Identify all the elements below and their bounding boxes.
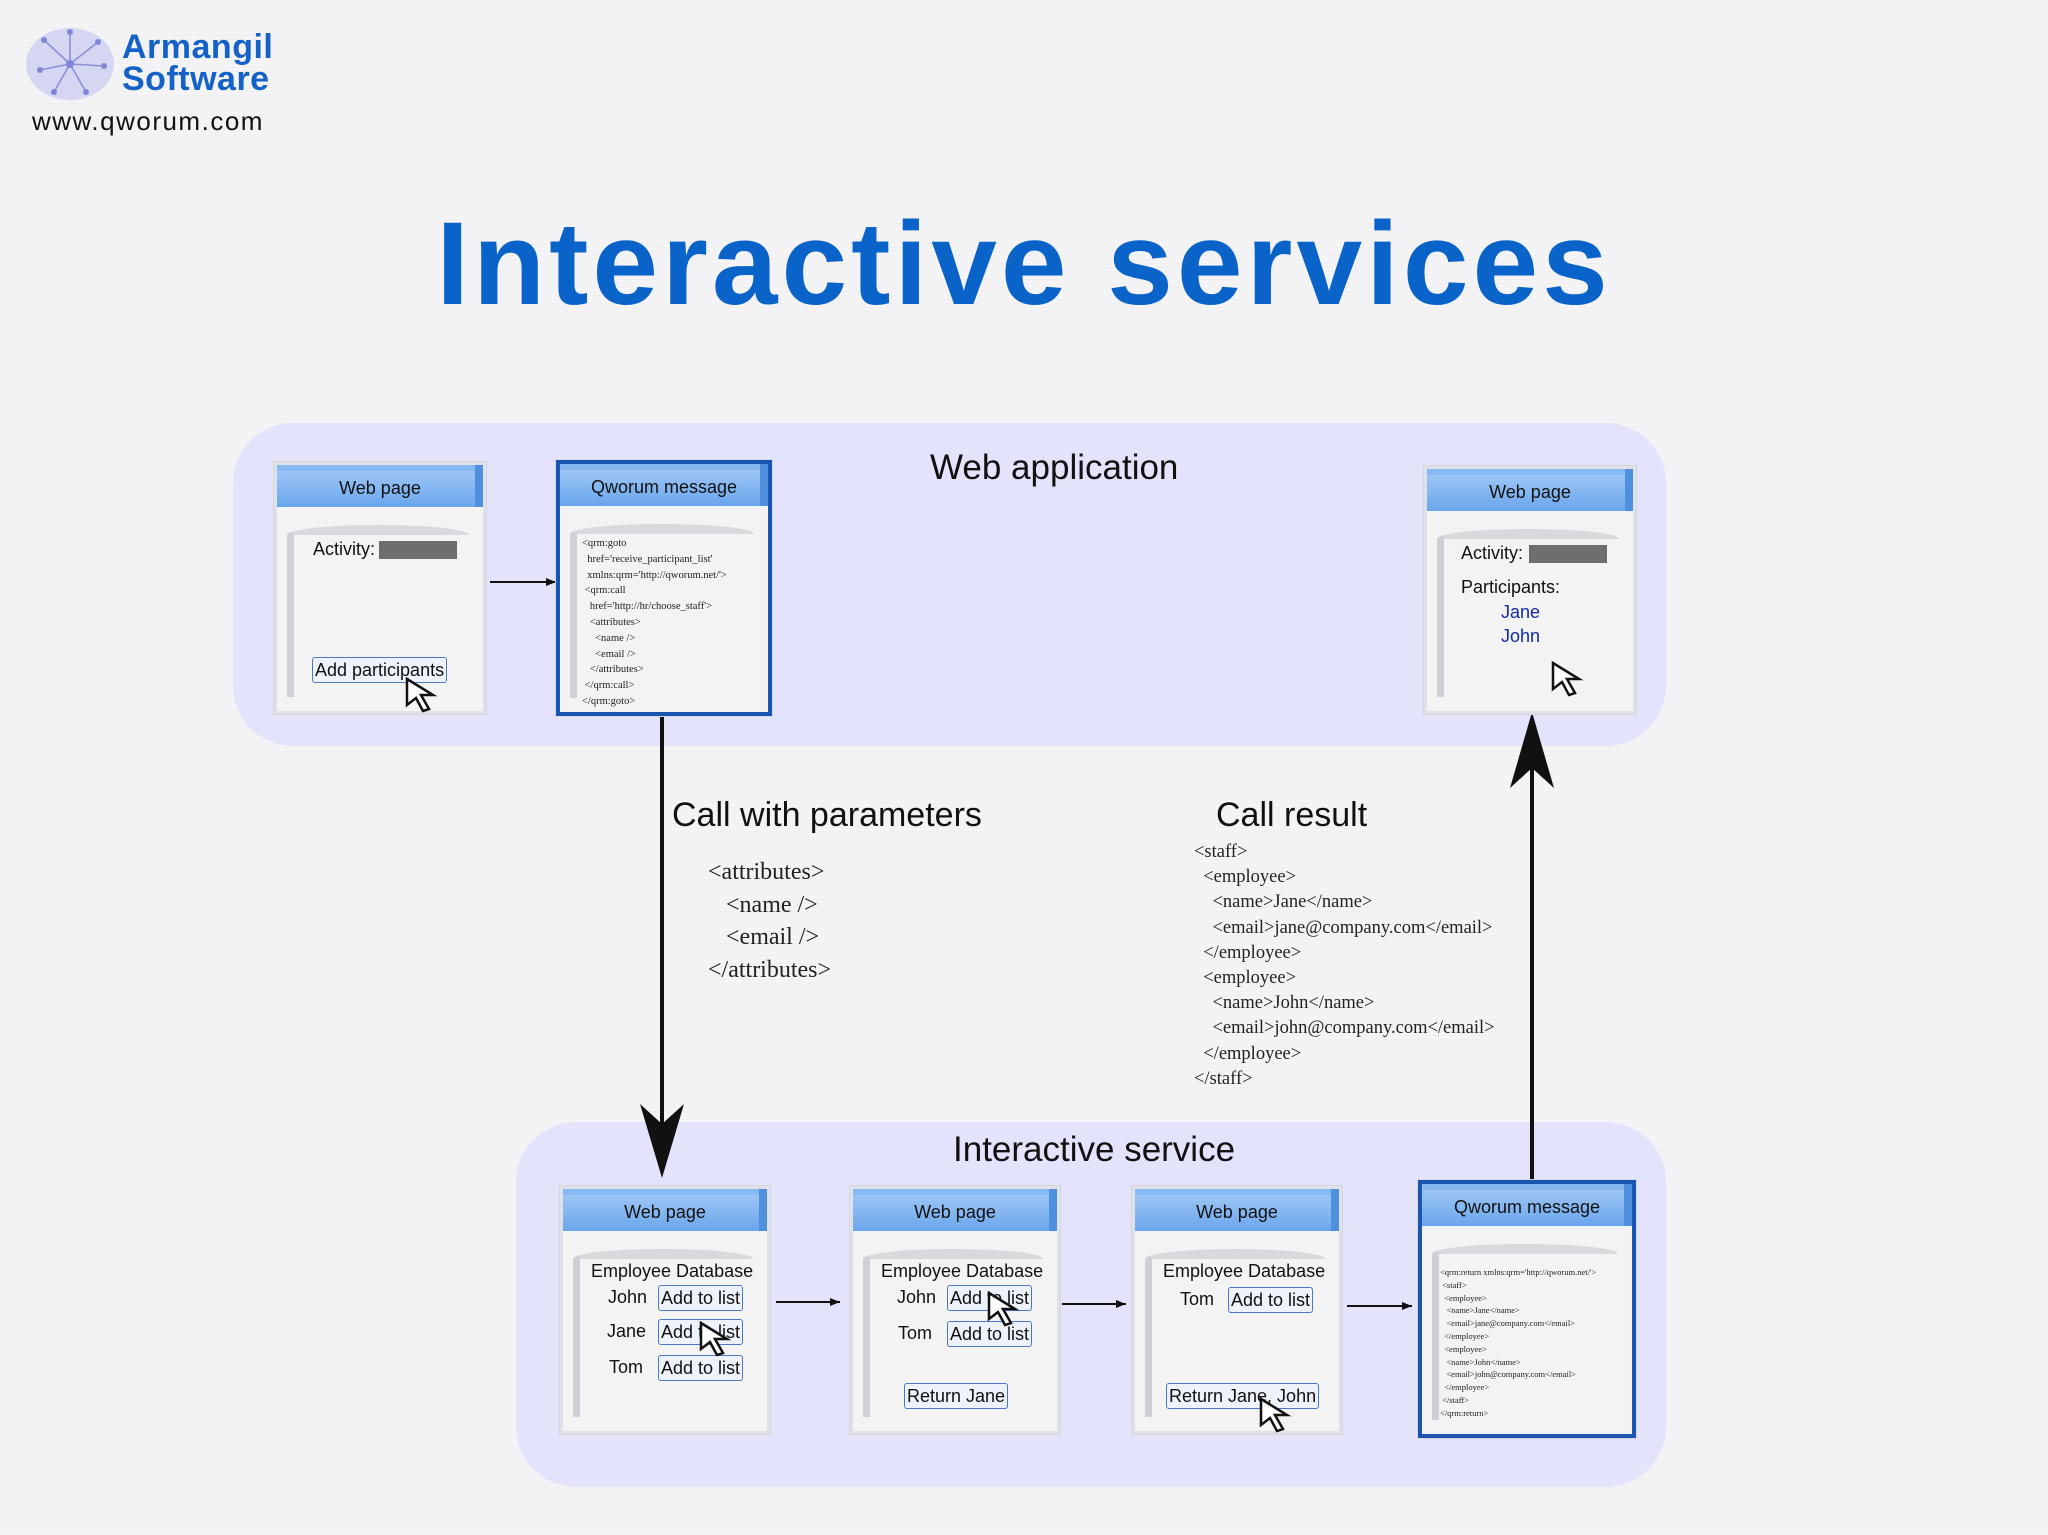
hand-cursor-icon [1551, 660, 1584, 697]
call-parameters-code: <attributes> <name /> <email /> </attrib… [708, 859, 832, 983]
arrow-icon [490, 578, 1412, 1310]
add-participants-button[interactable]: Add participants [312, 657, 448, 683]
page-title: Interactive services [436, 198, 1612, 330]
hand-cursor-icon [699, 1320, 732, 1357]
qworum-message-window-1: Qworum message <qrm:goto href='receive_p… [556, 460, 772, 716]
participant-name: Jane [1501, 602, 1541, 622]
employee-name: John [897, 1287, 937, 1307]
employee-database-window-3: Web page Employee Database Tom Add to li… [1132, 1186, 1342, 1434]
logo: Armangil Software www.qworum.com [24, 26, 284, 136]
participants-label: Participants: [1461, 577, 1561, 597]
hand-cursor-icon [987, 1290, 1020, 1327]
employee-name: Tom [609, 1357, 644, 1377]
window-title: Web page [563, 1189, 767, 1231]
add-to-list-button[interactable]: Add to list [658, 1355, 744, 1381]
call-with-parameters-label: Call with parameters [672, 796, 982, 834]
employee-name: Jane [607, 1321, 647, 1341]
call-result-label: Call result [1216, 796, 1368, 834]
web-page-window-1: Web page Activity: Add participants [274, 462, 486, 714]
activity-label: Activity: [313, 539, 376, 559]
window-title: Qworum message [560, 464, 768, 506]
window-title: Web page [853, 1189, 1057, 1231]
hand-cursor-icon [405, 676, 438, 713]
hand-cursor-icon [1259, 1396, 1292, 1433]
employee-database-heading: Employee Database [1163, 1261, 1326, 1281]
employee-database-heading: Employee Database [591, 1261, 754, 1281]
activity-field [1529, 545, 1607, 563]
call-result-code: <staff> <employee> <name>Jane</name> <em… [1194, 842, 1495, 1089]
logo-line1: Armangil [122, 28, 274, 66]
activity-label: Activity: [1461, 543, 1524, 563]
add-to-list-button[interactable]: Add to list [658, 1285, 744, 1311]
logo-line2: Software [122, 60, 270, 98]
logo-url: www.qworum.com [32, 106, 264, 136]
employee-database-window-1: Web page Employee Database John Add to l… [560, 1186, 770, 1434]
window-title: Web page [1427, 469, 1633, 511]
employee-database-heading: Employee Database [881, 1261, 1044, 1281]
participant-name: John [1501, 626, 1541, 646]
activity-field [379, 541, 457, 559]
globe-network-icon [26, 28, 114, 100]
qworum-message-window-2: Qworum message <qrm:return xmlns:qrm='ht… [1418, 1180, 1636, 1438]
qworum-return-code: <qrm:return xmlns:qrm='http://qworum.net… [1440, 1267, 1597, 1418]
interactive-service-label: Interactive service [953, 1130, 1236, 1169]
return-jane-button[interactable]: Return Jane [904, 1383, 1009, 1409]
web-application-label: Web application [930, 448, 1179, 487]
employee-name: Tom [1180, 1289, 1215, 1309]
employee-name: John [608, 1287, 648, 1307]
employee-name: Tom [898, 1323, 933, 1343]
employee-database-window-2: Web page Employee Database John Add to l… [850, 1186, 1060, 1434]
add-to-list-button[interactable]: Add to list [947, 1285, 1033, 1311]
window-title: Web page [277, 465, 483, 507]
add-to-list-button[interactable]: Add to list [947, 1321, 1033, 1347]
add-to-list-button[interactable]: Add to list [1228, 1287, 1314, 1313]
qworum-goto-code: <qrm:goto href='receive_participant_list… [582, 538, 727, 707]
return-jane-john-button[interactable]: Return Jane, John [1166, 1383, 1320, 1409]
window-title: Web page [1135, 1189, 1339, 1231]
web-page-window-2: Web page Activity: Participants: Jane Jo… [1424, 466, 1636, 714]
window-title: Qworum message [1422, 1184, 1632, 1226]
